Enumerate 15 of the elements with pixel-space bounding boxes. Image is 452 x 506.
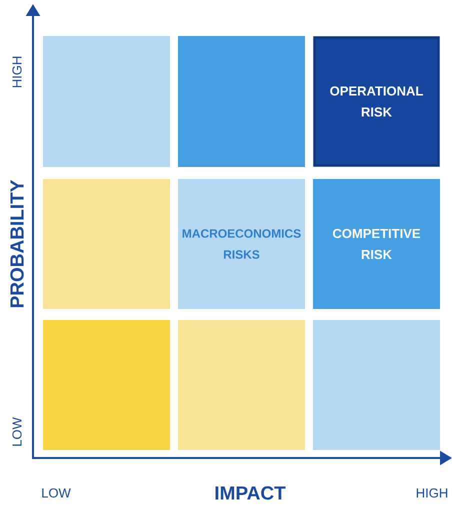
axis-title: IMPACT [216, 486, 286, 500]
empty-cell [43, 179, 170, 309]
empty-cell [313, 320, 440, 450]
axis-title: PROBABILITY [10, 180, 24, 308]
axis-label: HIGH [416, 488, 448, 498]
axis-label: LOW [42, 488, 71, 498]
axis-label: HIGH [12, 56, 22, 88]
risk-cell: MACROECONOMICS RISKS [178, 179, 305, 309]
axis-label: LOW [12, 417, 22, 446]
risk-cell: OPERATIONAL RISK [313, 36, 440, 167]
empty-cell [178, 320, 305, 450]
risk-cell: COMPETITIVE RISK [313, 179, 440, 309]
empty-cell [43, 36, 170, 167]
empty-cell [43, 320, 170, 450]
empty-cell [178, 36, 305, 167]
